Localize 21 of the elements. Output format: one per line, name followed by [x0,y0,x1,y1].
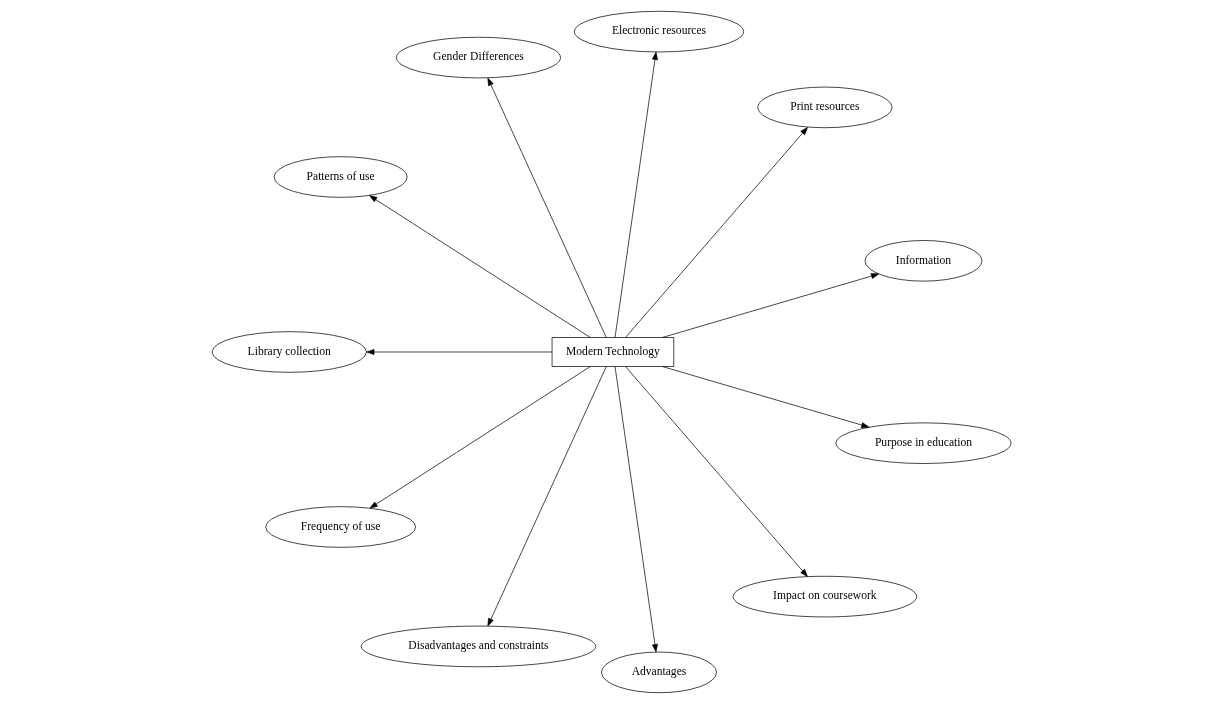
arrow [624,366,808,577]
node-ellipse: Library collection [211,331,367,373]
node-ellipse: Impact on coursework [732,575,917,618]
node-ellipse: Advantages [600,651,717,694]
node-ellipse: Electronic resources [573,10,744,53]
node-ellipse: Print resources [756,86,892,129]
node-ellipse: Disadvantages and constraints [360,625,596,668]
node-ellipse: Frequency of use [264,506,416,548]
arrow [614,366,658,653]
arrow [661,366,869,428]
arrow [365,349,552,355]
node-box: Modern Technology [551,337,674,367]
arrow [661,273,879,338]
node-ellipse: Gender Differences [395,36,561,79]
arrow [487,77,607,338]
arrow [614,51,658,338]
arrow [369,366,591,509]
arrow [487,366,607,627]
arrow [624,127,808,338]
arrow [368,195,591,338]
node-ellipse: Patterns of use [273,156,408,198]
